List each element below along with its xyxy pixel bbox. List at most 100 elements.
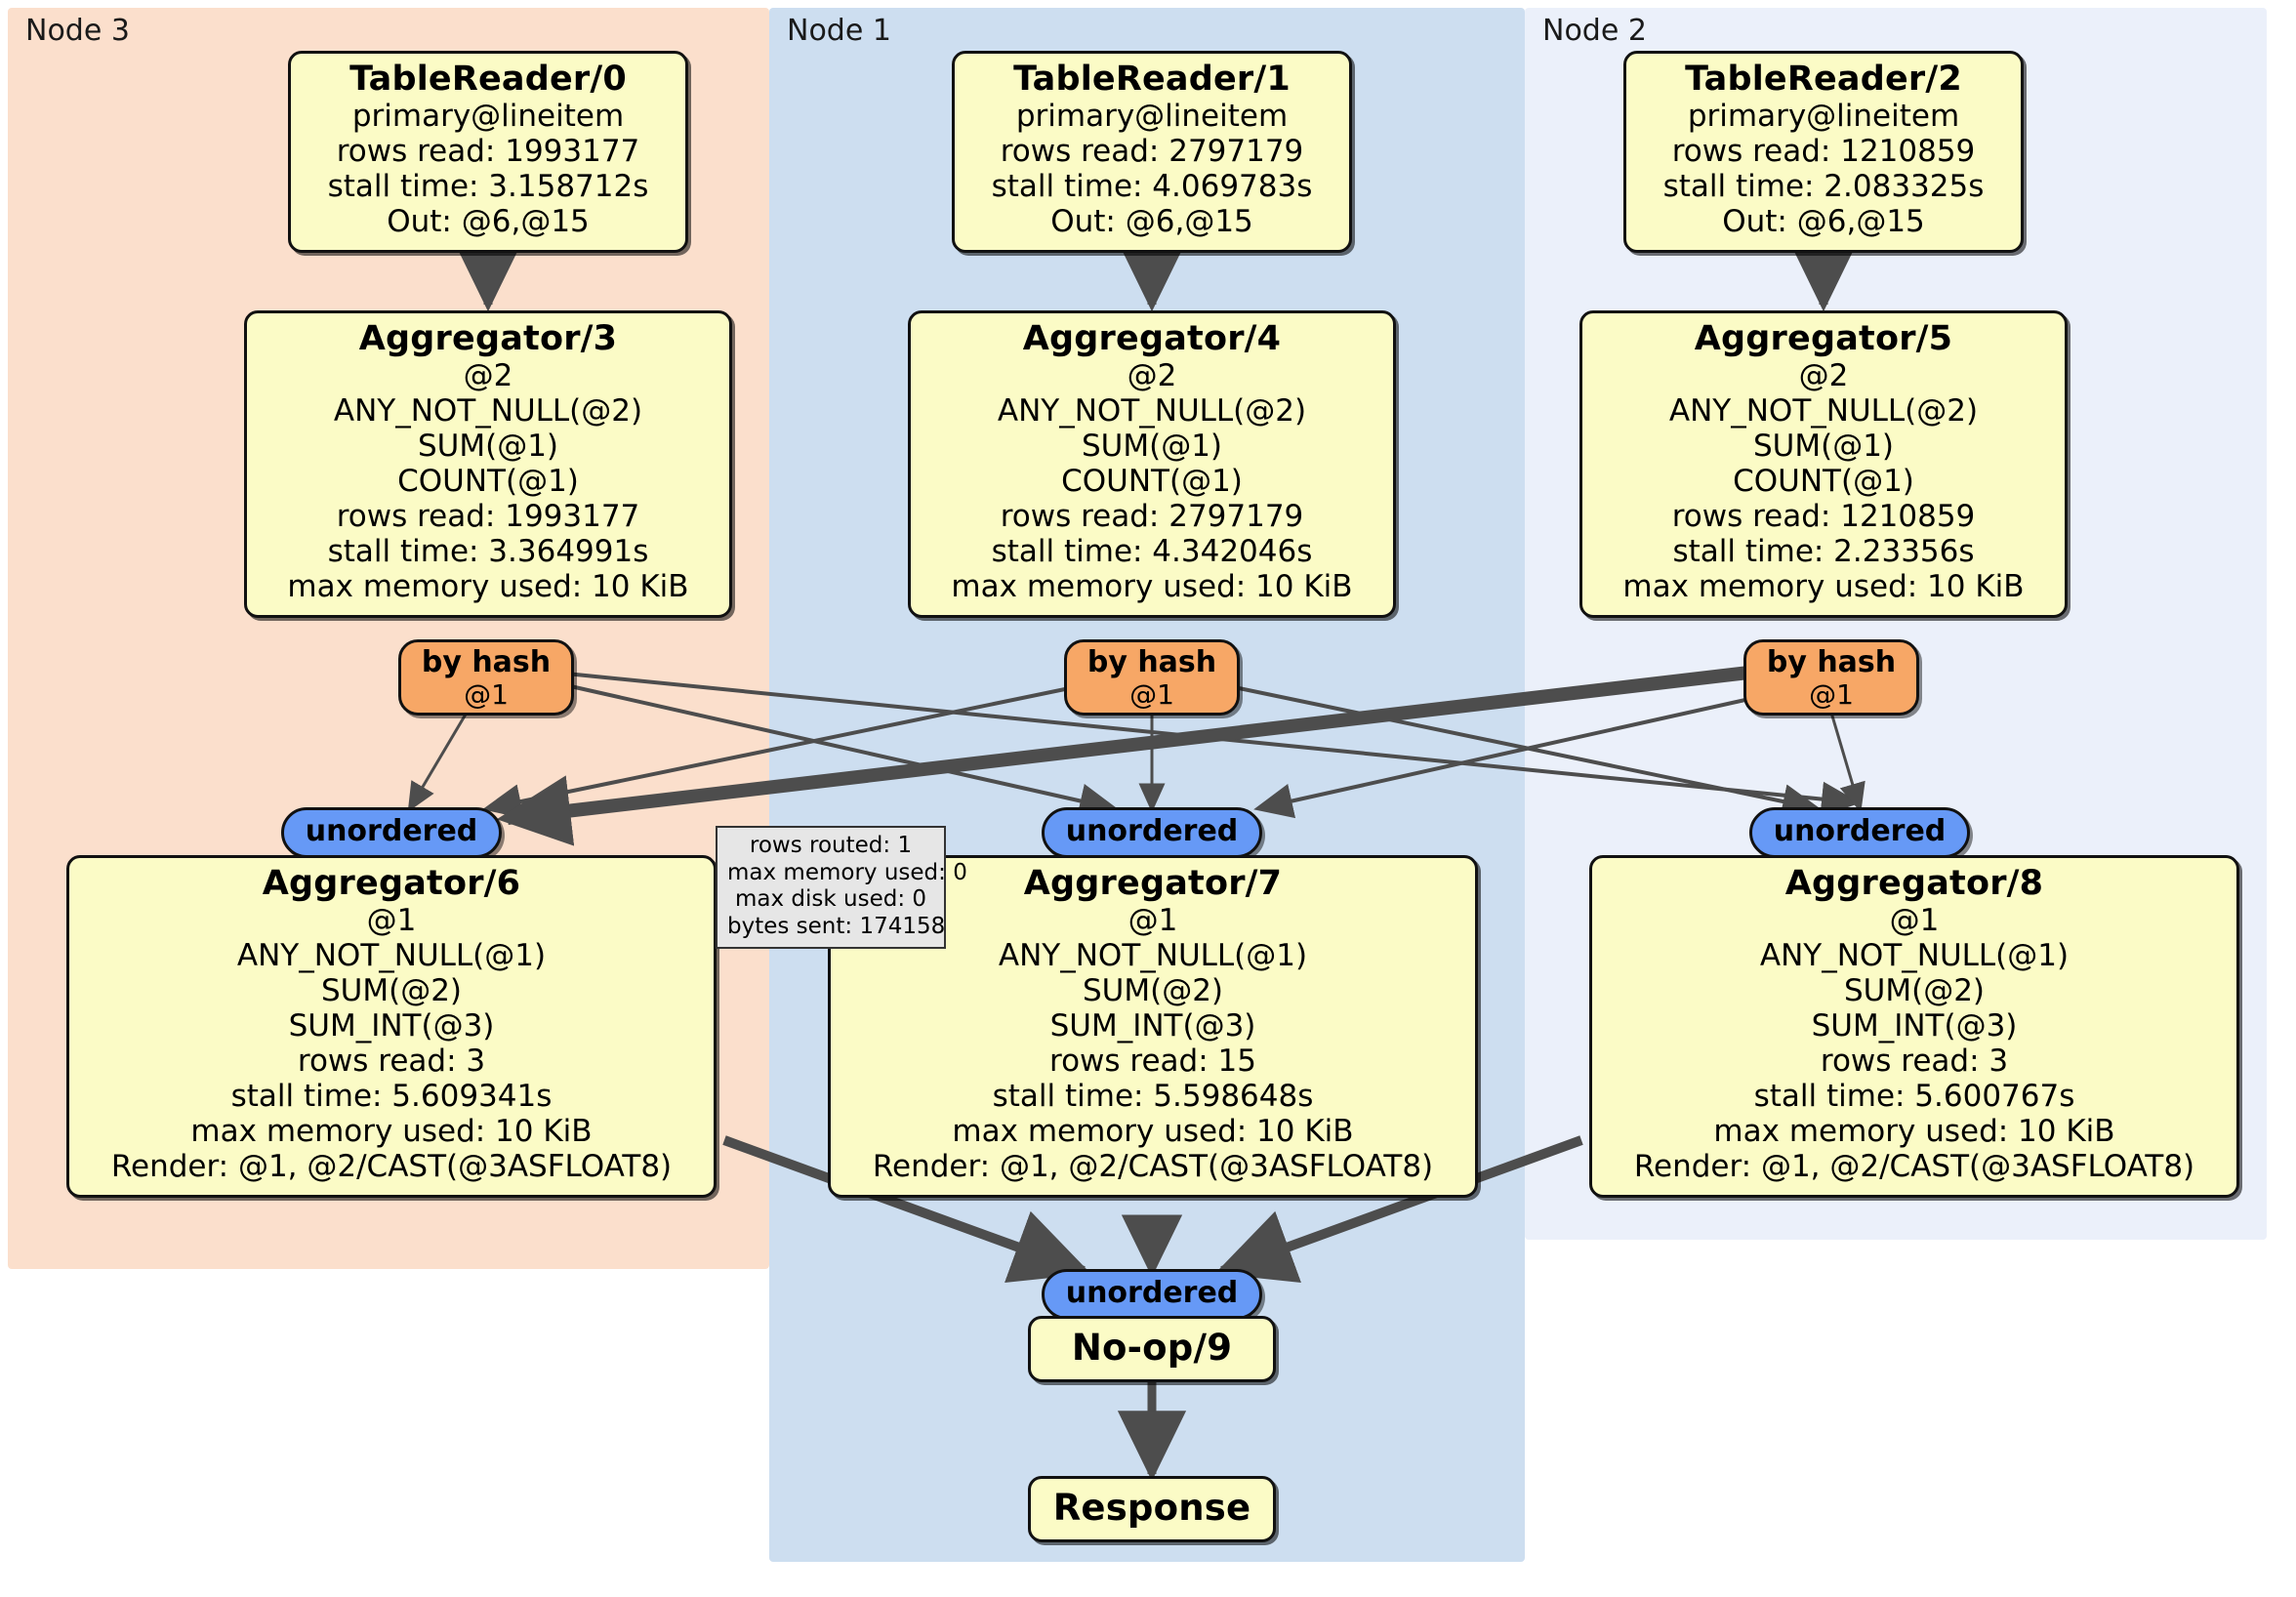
processor-aggregator-3[interactable]: Aggregator/3 @2 ANY_NOT_NULL(@2) SUM(@1)… <box>244 310 732 618</box>
stream-label: unordered <box>1065 1276 1239 1310</box>
processor-aggregator-5[interactable]: Aggregator/5 @2 ANY_NOT_NULL(@2) SUM(@1)… <box>1579 310 2068 618</box>
processor-line: ANY_NOT_NULL(@2) <box>1668 393 1979 430</box>
processor-line: Render: @1, @2/CAST(@3ASFLOAT8) <box>872 1148 1434 1184</box>
tooltip-line: max disk used: 0 <box>734 886 927 913</box>
router-by-hash-right[interactable]: by hash @1 <box>1743 639 1919 716</box>
tooltip-line: bytes sent: 174158 <box>727 913 946 939</box>
processor-line: stall time: 2.23356s <box>1672 534 1975 570</box>
processor-line: rows read: 1210859 <box>1671 499 1976 535</box>
processor-tablereader-1[interactable]: TableReader/1 primary@lineitem rows read… <box>952 51 1352 254</box>
processor-title: TableReader/1 <box>1013 60 1291 99</box>
processor-line: stall time: 2.083325s <box>1662 169 1985 205</box>
processor-line: max memory used: 10 KiB <box>1713 1114 2115 1150</box>
processor-line: SUM(@2) <box>1843 973 1986 1009</box>
processor-line: primary@lineitem <box>351 99 625 135</box>
router-by-hash-middle[interactable]: by hash @1 <box>1064 639 1240 716</box>
processor-title: Aggregator/7 <box>1023 864 1283 903</box>
processor-line: ANY_NOT_NULL(@1) <box>998 938 1308 974</box>
processor-title: Aggregator/6 <box>262 864 521 903</box>
processor-line: rows read: 2797179 <box>1000 499 1304 535</box>
processor-line: max memory used: 10 KiB <box>190 1114 593 1150</box>
processor-line: primary@lineitem <box>1015 99 1289 135</box>
node-group-label-node3: Node 3 <box>25 14 130 48</box>
stream-unordered-middle[interactable]: unordered <box>1042 807 1262 858</box>
processor-title: Aggregator/4 <box>1022 319 1282 358</box>
processor-line: COUNT(@1) <box>1733 464 1914 500</box>
processor-line: SUM_INT(@3) <box>1811 1008 2018 1044</box>
processor-line: stall time: 4.069783s <box>991 169 1313 205</box>
processor-line: max memory used: 10 KiB <box>1622 569 2025 605</box>
processor-line: Out: @6,@15 <box>1722 204 1925 240</box>
processor-title: Aggregator/3 <box>358 319 618 358</box>
processor-line: @2 <box>1798 358 1849 394</box>
processor-line: rows read: 1993177 <box>336 499 640 535</box>
processor-line: rows read: 15 <box>1049 1044 1256 1080</box>
processor-line: max memory used: 10 KiB <box>951 569 1353 605</box>
processor-line: Out: @6,@15 <box>1050 204 1253 240</box>
processor-line: rows read: 2797179 <box>1000 134 1304 170</box>
processor-line: @2 <box>463 358 513 394</box>
stream-unordered-right[interactable]: unordered <box>1749 807 1970 858</box>
stream-unordered-left[interactable]: unordered <box>281 807 502 858</box>
processor-line: SUM(@2) <box>320 973 463 1009</box>
processor-line: rows read: 3 <box>297 1044 486 1080</box>
processor-line: rows read: 1993177 <box>336 134 640 170</box>
processor-line: stall time: 5.598648s <box>992 1079 1314 1115</box>
processor-line: SUM_INT(@3) <box>288 1008 495 1044</box>
processor-line: @1 <box>1128 903 1178 939</box>
tooltip-line: max memory used: 0 <box>727 859 967 885</box>
stream-label: unordered <box>1773 814 1947 848</box>
router-column: @1 <box>1129 677 1174 711</box>
processor-aggregator-4[interactable]: Aggregator/4 @2 ANY_NOT_NULL(@2) SUM(@1)… <box>908 310 1396 618</box>
processor-title: TableReader/0 <box>349 60 627 99</box>
processor-line: COUNT(@1) <box>397 464 579 500</box>
router-label: by hash <box>1086 645 1217 679</box>
processor-line: max memory used: 10 KiB <box>287 569 689 605</box>
node-group-label-node2: Node 2 <box>1542 14 1647 48</box>
processor-aggregator-6[interactable]: Aggregator/6 @1 ANY_NOT_NULL(@1) SUM(@2)… <box>66 855 717 1198</box>
processor-aggregator-7[interactable]: Aggregator/7 @1 ANY_NOT_NULL(@1) SUM(@2)… <box>828 855 1478 1198</box>
stream-unordered-final[interactable]: unordered <box>1042 1269 1262 1320</box>
processor-tablereader-2[interactable]: TableReader/2 primary@lineitem rows read… <box>1623 51 2024 254</box>
processor-line: SUM(@1) <box>417 429 559 465</box>
processor-line: rows read: 3 <box>1820 1044 2009 1080</box>
stream-label: unordered <box>305 814 478 848</box>
processor-line: stall time: 5.609341s <box>230 1079 553 1115</box>
processor-tablereader-0[interactable]: TableReader/0 primary@lineitem rows read… <box>288 51 688 254</box>
processor-title: TableReader/2 <box>1685 60 1962 99</box>
router-label: by hash <box>421 645 552 679</box>
processor-line: Render: @1, @2/CAST(@3ASFLOAT8) <box>1633 1148 2195 1184</box>
router-column: @1 <box>1809 677 1854 711</box>
processor-line: SUM(@1) <box>1752 429 1895 465</box>
processor-aggregator-8[interactable]: Aggregator/8 @1 ANY_NOT_NULL(@1) SUM(@2)… <box>1589 855 2239 1198</box>
processor-line: stall time: 3.364991s <box>327 534 649 570</box>
processor-line: ANY_NOT_NULL(@2) <box>333 393 643 430</box>
processor-line: ANY_NOT_NULL(@2) <box>997 393 1307 430</box>
processor-line: primary@lineitem <box>1687 99 1960 135</box>
router-column: @1 <box>464 677 509 711</box>
processor-line: @1 <box>366 903 417 939</box>
processor-line: stall time: 4.342046s <box>991 534 1313 570</box>
processor-line: max memory used: 10 KiB <box>952 1114 1354 1150</box>
node-group-label-node1: Node 1 <box>787 14 891 48</box>
router-label: by hash <box>1766 645 1897 679</box>
processor-line: SUM(@2) <box>1082 973 1224 1009</box>
stream-label: unordered <box>1065 814 1239 848</box>
processor-line: COUNT(@1) <box>1061 464 1243 500</box>
processor-noop-9[interactable]: No-op/9 <box>1028 1316 1276 1382</box>
processor-line: stall time: 5.600767s <box>1753 1079 2075 1115</box>
processor-title: Aggregator/8 <box>1784 864 2044 903</box>
processor-title: Response <box>1052 1487 1251 1529</box>
processor-line: Out: @6,@15 <box>387 204 590 240</box>
processor-line: rows read: 1210859 <box>1671 134 1976 170</box>
router-by-hash-left[interactable]: by hash @1 <box>398 639 574 716</box>
processor-response[interactable]: Response <box>1028 1476 1276 1542</box>
tooltip-line: rows routed: 1 <box>749 833 913 858</box>
processor-line: SUM_INT(@3) <box>1049 1008 1256 1044</box>
processor-line: @2 <box>1127 358 1177 394</box>
stream-stats-tooltip: rows routed: 1 max memory used: 0 max di… <box>716 826 967 950</box>
processor-title: No-op/9 <box>1071 1327 1233 1369</box>
processor-title: Aggregator/5 <box>1694 319 1953 358</box>
processor-line: Render: @1, @2/CAST(@3ASFLOAT8) <box>110 1148 673 1184</box>
